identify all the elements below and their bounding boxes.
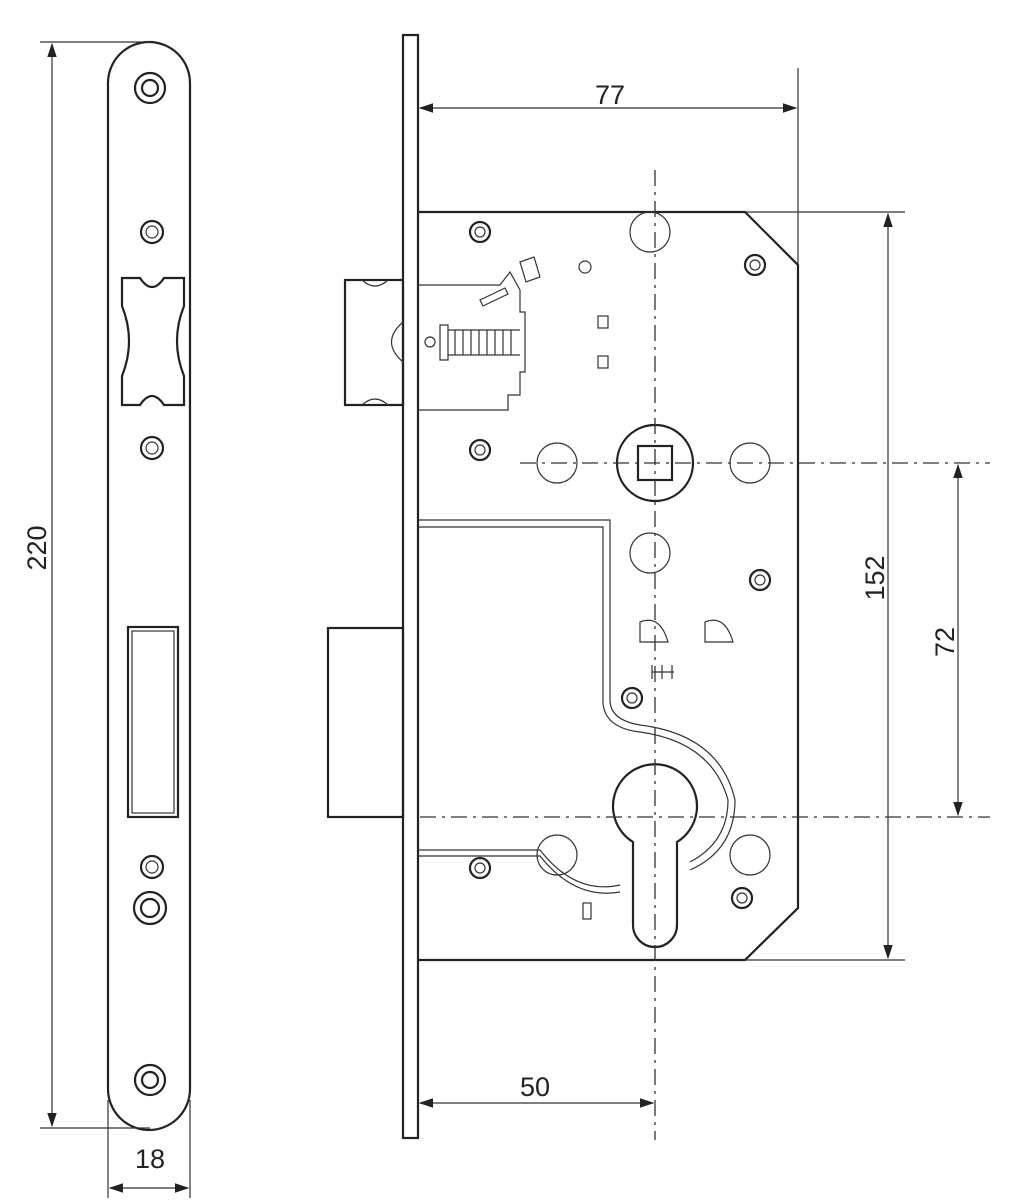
- faceplate-hole: [139, 854, 165, 880]
- faceplate-screw-hole: [132, 890, 168, 926]
- dimension-152: 152: [745, 211, 905, 961]
- case-screws: [468, 220, 772, 910]
- latch-bolt: [343, 270, 526, 411]
- dimension-18: 18: [107, 1100, 191, 1198]
- dimension-72: 72: [930, 463, 963, 817]
- lock-case: [418, 210, 800, 962]
- lock-body-side-view: [326, 33, 800, 1140]
- dimension-label-152: 152: [860, 555, 890, 600]
- faceplate-screw-hole-top: [133, 71, 167, 105]
- center-lines: [420, 170, 990, 1140]
- forend-plate: [401, 33, 420, 1140]
- deadbolt: [326, 626, 405, 819]
- faceplate-front-view: [106, 40, 192, 1132]
- deadbolt-opening: [126, 625, 180, 819]
- dimension-label-18: 18: [135, 1144, 165, 1174]
- dimension-label-220: 220: [22, 525, 52, 570]
- dimension-label-50: 50: [520, 1072, 550, 1102]
- faceplate-outline: [106, 40, 192, 1132]
- faceplate-hole: [139, 219, 165, 245]
- faceplate-hole: [139, 435, 165, 461]
- dimension-77: 77: [418, 68, 799, 265]
- latch-opening: [120, 276, 186, 407]
- dimension-label-72: 72: [930, 627, 960, 657]
- faceplate-screw-hole-bottom: [133, 1063, 167, 1097]
- dimension-50: 50: [418, 1072, 655, 1108]
- dimension-220: 220: [22, 41, 150, 1129]
- dimension-label-77: 77: [595, 80, 625, 110]
